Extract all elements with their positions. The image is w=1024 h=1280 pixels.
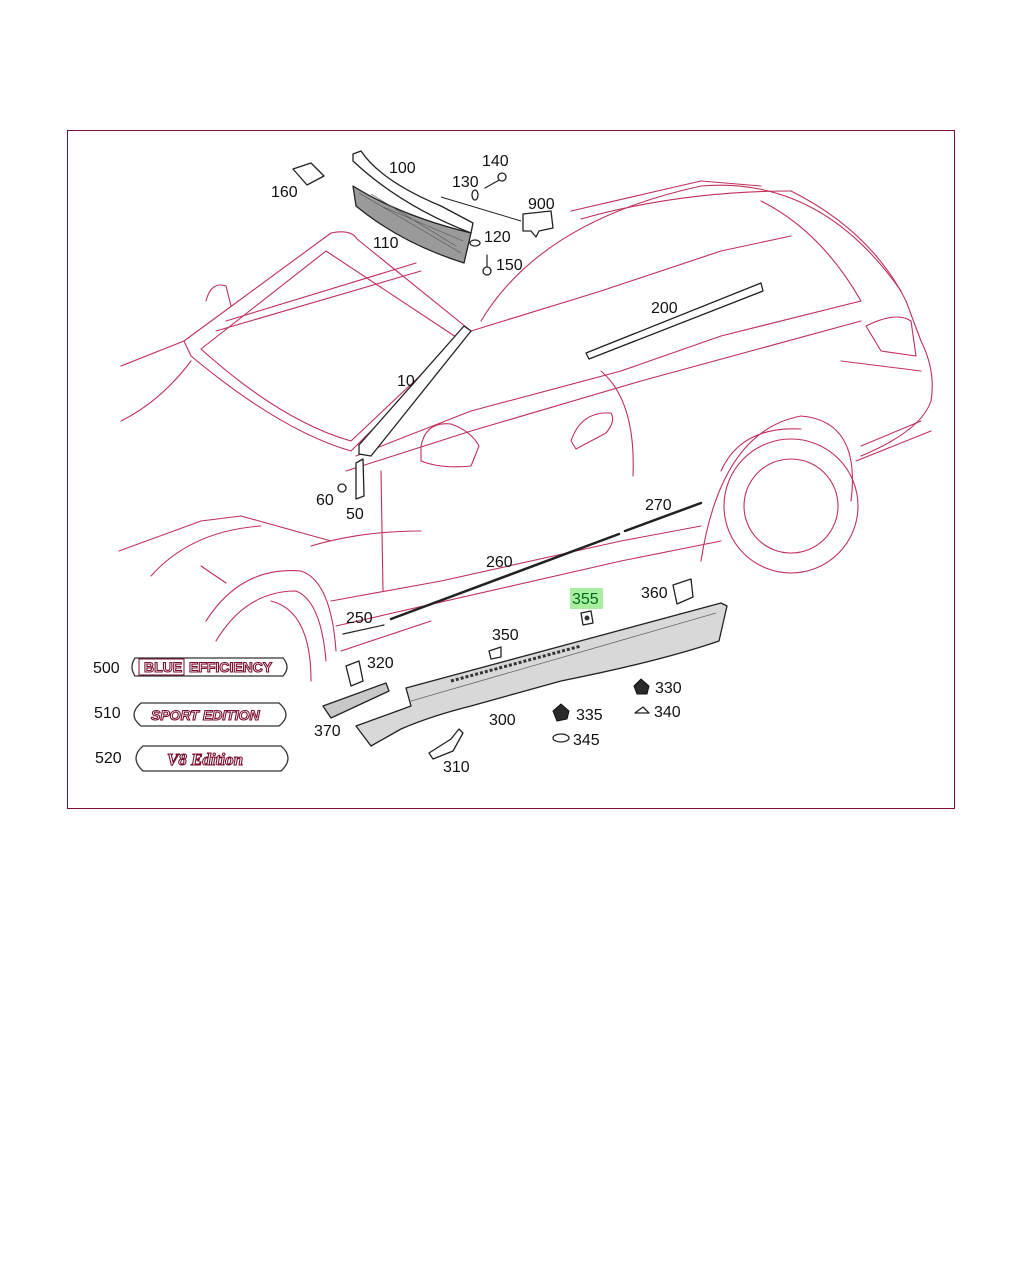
part-370-bracket	[322, 682, 390, 719]
badge-sport-text: SPORT EDITION	[151, 707, 261, 723]
part-360-cap	[672, 578, 694, 605]
part-330-grommet	[633, 678, 650, 695]
callout-110[interactable]: 110	[373, 235, 399, 252]
callout-335[interactable]: 335	[576, 707, 603, 724]
part-60-clip	[337, 483, 347, 493]
callout-130[interactable]: 130	[452, 174, 479, 191]
callout-300[interactable]: 300	[489, 712, 516, 729]
badge-v8-text: V8 Edition	[167, 750, 243, 769]
badge-sport-edition: SPORT EDITION	[133, 702, 287, 727]
callout-160[interactable]: 160	[271, 184, 298, 201]
callout-345[interactable]: 345	[573, 732, 600, 749]
callout-500[interactable]: 500	[93, 660, 120, 677]
callout-250[interactable]: 250	[346, 610, 373, 627]
part-900-bracket	[522, 210, 554, 238]
callout-520[interactable]: 520	[95, 750, 122, 767]
callout-100[interactable]: 100	[389, 160, 416, 177]
callout-120[interactable]: 120	[484, 229, 511, 246]
part-320-clip	[345, 660, 364, 687]
parts-diagram: BLUE EFFICIENCY SPORT EDITION V8 Edition…	[93, 150, 933, 776]
part-260-strip	[389, 532, 621, 621]
callout-270[interactable]: 270	[645, 497, 672, 514]
callout-360[interactable]: 360	[641, 585, 668, 602]
callout-370[interactable]: 370	[314, 723, 341, 740]
part-300-sill	[355, 602, 728, 747]
callout-510[interactable]: 510	[94, 705, 121, 722]
callout-330[interactable]: 330	[655, 680, 682, 697]
part-140-screw	[484, 178, 502, 189]
part-130-washer	[471, 189, 479, 201]
car-outline	[118, 180, 933, 682]
part-50-seal	[355, 458, 365, 500]
callout-310[interactable]: 310	[443, 759, 470, 776]
badge-efficiency-text: EFFICIENCY	[189, 659, 273, 675]
part-335-clip	[552, 703, 570, 722]
part-310-bracket	[428, 728, 464, 760]
part-120-washer	[469, 239, 481, 247]
callout-340[interactable]: 340	[654, 704, 681, 721]
parts-diagram-frame: BLUE EFFICIENCY SPORT EDITION V8 Edition…	[67, 130, 955, 809]
part-350-clip	[488, 646, 502, 660]
part-160-cover	[292, 162, 325, 186]
part-250-strip	[342, 624, 385, 635]
callout-350[interactable]: 350	[492, 627, 519, 644]
parts	[292, 150, 764, 760]
callout-260[interactable]: 260	[486, 554, 513, 571]
callout-355[interactable]: 355	[572, 591, 599, 608]
part-10-pillar-trim	[358, 325, 472, 457]
badge-blue-text: BLUE	[144, 659, 182, 675]
callout-200[interactable]: 200	[651, 300, 678, 317]
part-200-strip	[585, 282, 764, 360]
callout-150[interactable]: 150	[496, 257, 523, 274]
badge-v8-edition: V8 Edition	[135, 745, 289, 772]
badge-blue-efficiency: BLUE EFFICIENCY	[131, 657, 288, 677]
callout-50[interactable]: 50	[346, 506, 364, 523]
part-345-washer	[552, 733, 570, 743]
part-340-rivet	[634, 706, 650, 714]
callout-60[interactable]: 60	[316, 492, 334, 509]
callout-355-highlight	[570, 588, 603, 609]
callout-320[interactable]: 320	[367, 655, 394, 672]
callout-10[interactable]: 10	[397, 373, 415, 390]
callouts: 100 140 130 160 900 120 110 150 200 10 6…	[93, 153, 682, 776]
part-270-strip	[623, 501, 703, 533]
callout-140[interactable]: 140	[482, 153, 509, 170]
callout-900[interactable]: 900	[528, 196, 555, 213]
